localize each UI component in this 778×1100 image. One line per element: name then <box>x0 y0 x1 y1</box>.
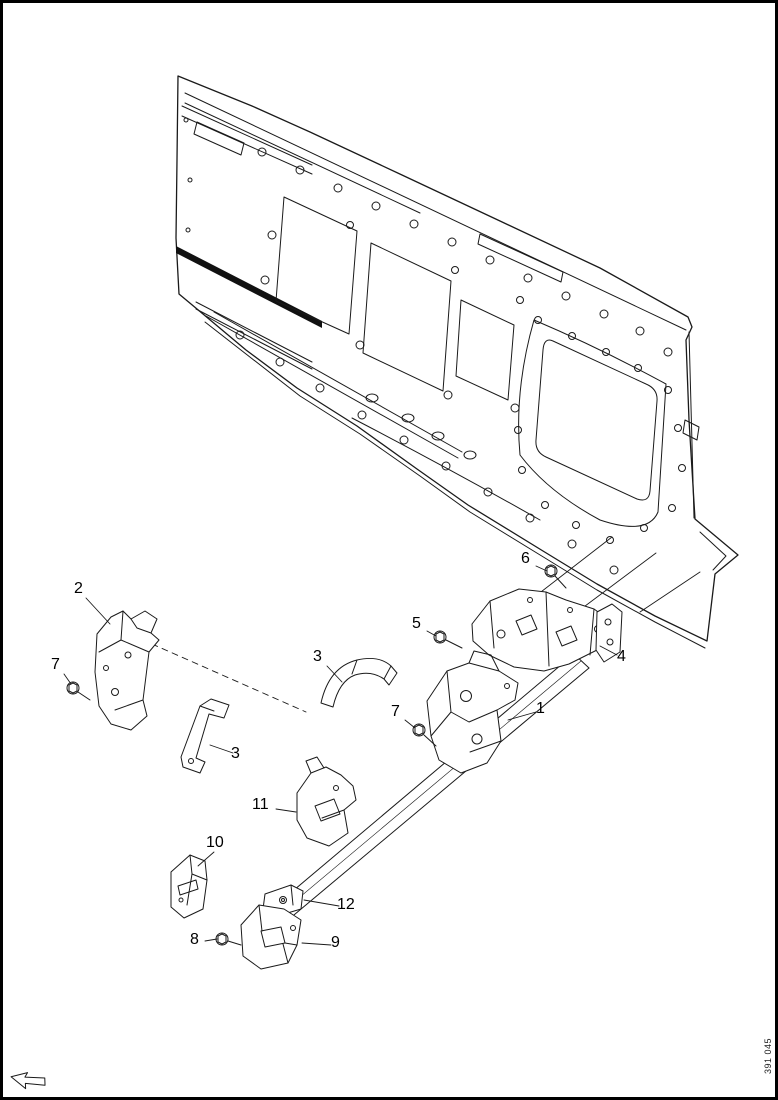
part-10-bracket <box>170 854 208 919</box>
callout-5: 5 <box>412 615 421 632</box>
part-1-bracket <box>426 650 519 774</box>
callout-2: 2 <box>74 580 83 597</box>
part-8-bolt <box>215 932 242 946</box>
callout-9: 9 <box>331 934 340 951</box>
callout-3-lower: 3 <box>231 745 240 762</box>
callout-6: 6 <box>521 550 530 567</box>
callout-10: 10 <box>206 834 224 851</box>
view-direction-arrow-icon <box>10 1072 46 1090</box>
part-5-bolt <box>433 630 463 649</box>
part-4-bracket <box>471 588 623 672</box>
part-7-bolt-left <box>66 681 91 701</box>
callout-11: 11 <box>252 796 269 813</box>
callout-12: 12 <box>337 896 355 913</box>
callout-8: 8 <box>190 931 199 948</box>
callout-1: 1 <box>536 700 545 717</box>
callout-7-left: 7 <box>51 656 60 673</box>
part-3-bracket-lower <box>180 698 230 774</box>
part-3-bracket-upper <box>320 658 398 708</box>
part-9-bracket <box>240 904 302 970</box>
panel-holes <box>183 117 686 575</box>
figure-number: 391 045 <box>763 1037 773 1074</box>
part-2-bracket <box>94 610 160 731</box>
part-7-bolt-right <box>412 723 437 747</box>
callout-3-upper: 3 <box>313 648 322 665</box>
part-6-bolt <box>544 564 567 589</box>
part-11-bracket <box>296 756 357 847</box>
leader-lines <box>63 565 618 946</box>
cab-back-panel-drawing <box>175 75 739 649</box>
callout-4: 4 <box>617 648 626 665</box>
callout-7-right: 7 <box>391 703 400 720</box>
